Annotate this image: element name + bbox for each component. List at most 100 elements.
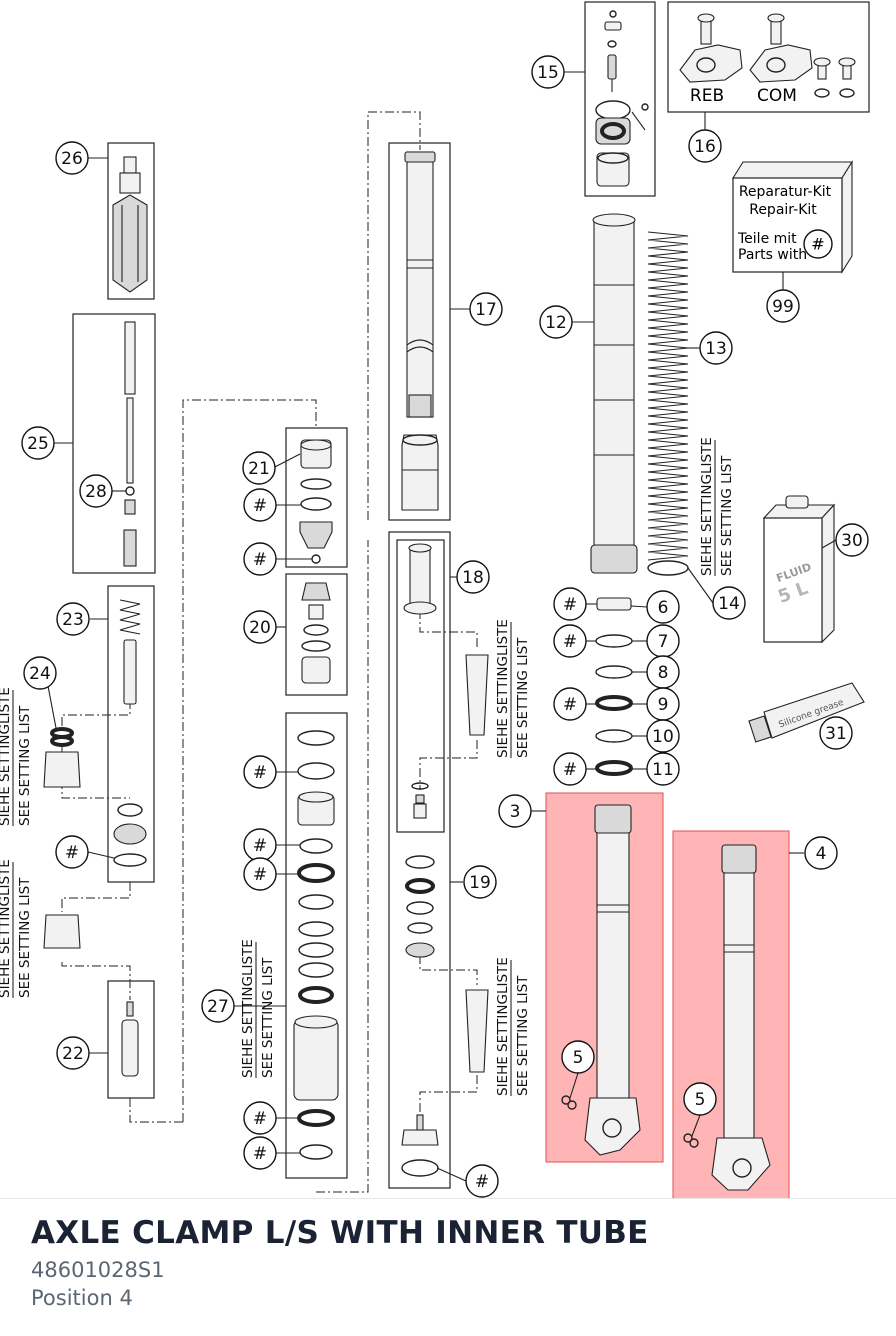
callout-label: # [563,595,577,615]
callout-label: # [253,1109,267,1129]
setting-label-27: SIEHE SETTINGLISTE SEE SETTING LIST [240,939,276,1078]
callout-label: 5 [695,1090,706,1110]
box-part-23 [107,585,155,883]
svg-text:SEE SETTING LIST: SEE SETTING LIST [719,455,735,576]
callout-label: 20 [249,618,271,638]
callout-c26[interactable]: 26 [55,141,89,175]
callout-ch1[interactable]: # [243,488,277,522]
callout-label: 19 [469,873,491,893]
svg-text:SEE SETTING LIST: SEE SETTING LIST [17,877,33,998]
box-part-18-19 [388,531,451,1189]
callout-ch11[interactable]: # [243,1101,277,1135]
svg-text:SIEHE SETTINGLISTE: SIEHE SETTINGLISTE [495,957,511,1096]
callout-ch10[interactable]: # [243,857,277,891]
callout-ch9[interactable]: # [55,835,89,869]
callout-c14[interactable]: 14 [712,586,746,620]
part-17-drawing [401,151,439,511]
part-position: Position 4 [31,1286,133,1310]
callout-c25[interactable]: 25 [21,426,55,460]
callout-c27[interactable]: 27 [201,989,235,1023]
callout-c10[interactable]: 10 [646,719,680,753]
callout-c6[interactable]: 6 [646,590,680,624]
callout-c28[interactable]: 28 [79,474,113,508]
callout-c99[interactable]: 99 [766,289,800,323]
callout-ch7[interactable]: # [553,752,587,786]
setting-label-24: SIEHE SETTINGLISTE SEE SETTING LIST [0,687,33,826]
callout-label: 7 [658,632,669,652]
callout-c7[interactable]: 7 [646,624,680,658]
callout-label: 11 [652,760,674,780]
part-13-drawing [647,231,689,576]
box-part-20 [285,573,348,696]
callout-label: # [475,1172,489,1192]
callout-ch5[interactable]: # [553,687,587,721]
callout-c8[interactable]: 8 [646,655,680,689]
callout-c17[interactable]: 17 [469,292,503,326]
callout-label: # [65,843,79,863]
callout-c18[interactable]: 18 [456,560,490,594]
callout-c5a[interactable]: 5 [561,1040,595,1074]
callout-ch6[interactable]: # [243,755,277,789]
callout-ch8[interactable]: # [243,828,277,862]
svg-text:SIEHE SETTINGLISTE: SIEHE SETTINGLISTE [699,437,715,576]
reb-label: REB [690,86,724,106]
callout-c12[interactable]: 12 [539,305,573,339]
callout-ch4[interactable]: # [553,624,587,658]
callout-c11[interactable]: 11 [646,752,680,786]
callout-label: 18 [462,568,484,588]
callout-c22[interactable]: 22 [56,1036,90,1070]
callout-label: 25 [27,434,49,454]
part-24-drawing [50,727,74,747]
part-26-drawing [112,156,148,293]
callout-c13[interactable]: 13 [699,331,733,365]
callout-label: 4 [816,844,827,864]
callout-label: # [563,695,577,715]
callout-c3[interactable]: 3 [498,794,532,828]
callout-c20[interactable]: 20 [243,610,277,644]
callout-c16[interactable]: 16 [688,129,722,163]
callout-label: 17 [475,300,497,320]
svg-text:SIEHE SETTINGLISTE: SIEHE SETTINGLISTE [240,939,256,1078]
callout-c5b[interactable]: 5 [683,1082,717,1116]
callout-label: # [253,836,267,856]
cone-springs [43,654,489,1073]
part-12-drawing [590,213,638,574]
callout-ch13[interactable]: # [465,1164,499,1198]
repair-kit-line2: Repair-Kit [749,202,817,218]
box-part-18 [396,539,445,833]
box-part-21 [285,427,348,568]
box-part-16 [667,1,870,113]
callout-label: # [563,632,577,652]
part-23-drawing [113,599,147,867]
callout-label: 15 [537,63,559,83]
callout-label: 16 [694,137,716,157]
callout-c30[interactable]: 30 [835,523,869,557]
callout-c31[interactable]: 31 [819,716,853,750]
box-part-17 [388,142,451,521]
callout-label: 31 [825,724,847,744]
setting-label-18: SIEHE SETTINGLISTE SEE SETTING LIST [495,619,531,758]
callout-ch12[interactable]: # [243,1136,277,1170]
callout-label: # [253,763,267,783]
callout-label: 22 [62,1044,84,1064]
callout-label: 30 [841,531,863,551]
callout-label: 13 [705,339,727,359]
callout-c21[interactable]: 21 [242,451,276,485]
box-part-15 [584,1,656,197]
callout-label: 10 [652,727,674,747]
callout-c4[interactable]: 4 [804,836,838,870]
callout-ch3[interactable]: # [553,587,587,621]
callout-ch2[interactable]: # [243,542,277,576]
callout-c23[interactable]: 23 [56,602,90,636]
repair-kit-line4: Parts with [738,247,807,263]
callout-c24[interactable]: 24 [23,656,57,690]
callout-label: 9 [658,695,669,715]
callout-c19[interactable]: 19 [463,865,497,899]
part-20-drawing [301,582,331,684]
com-label: COM [757,86,797,106]
callout-c9[interactable]: 9 [646,687,680,721]
callout-label: # [253,1144,267,1164]
part-title: AXLE CLAMP L/S WITH INNER TUBE [31,1215,649,1251]
repair-kit-box: Reparatur-Kit Repair-Kit Teile mit Parts… [732,160,853,292]
callout-c15[interactable]: 15 [531,55,565,89]
